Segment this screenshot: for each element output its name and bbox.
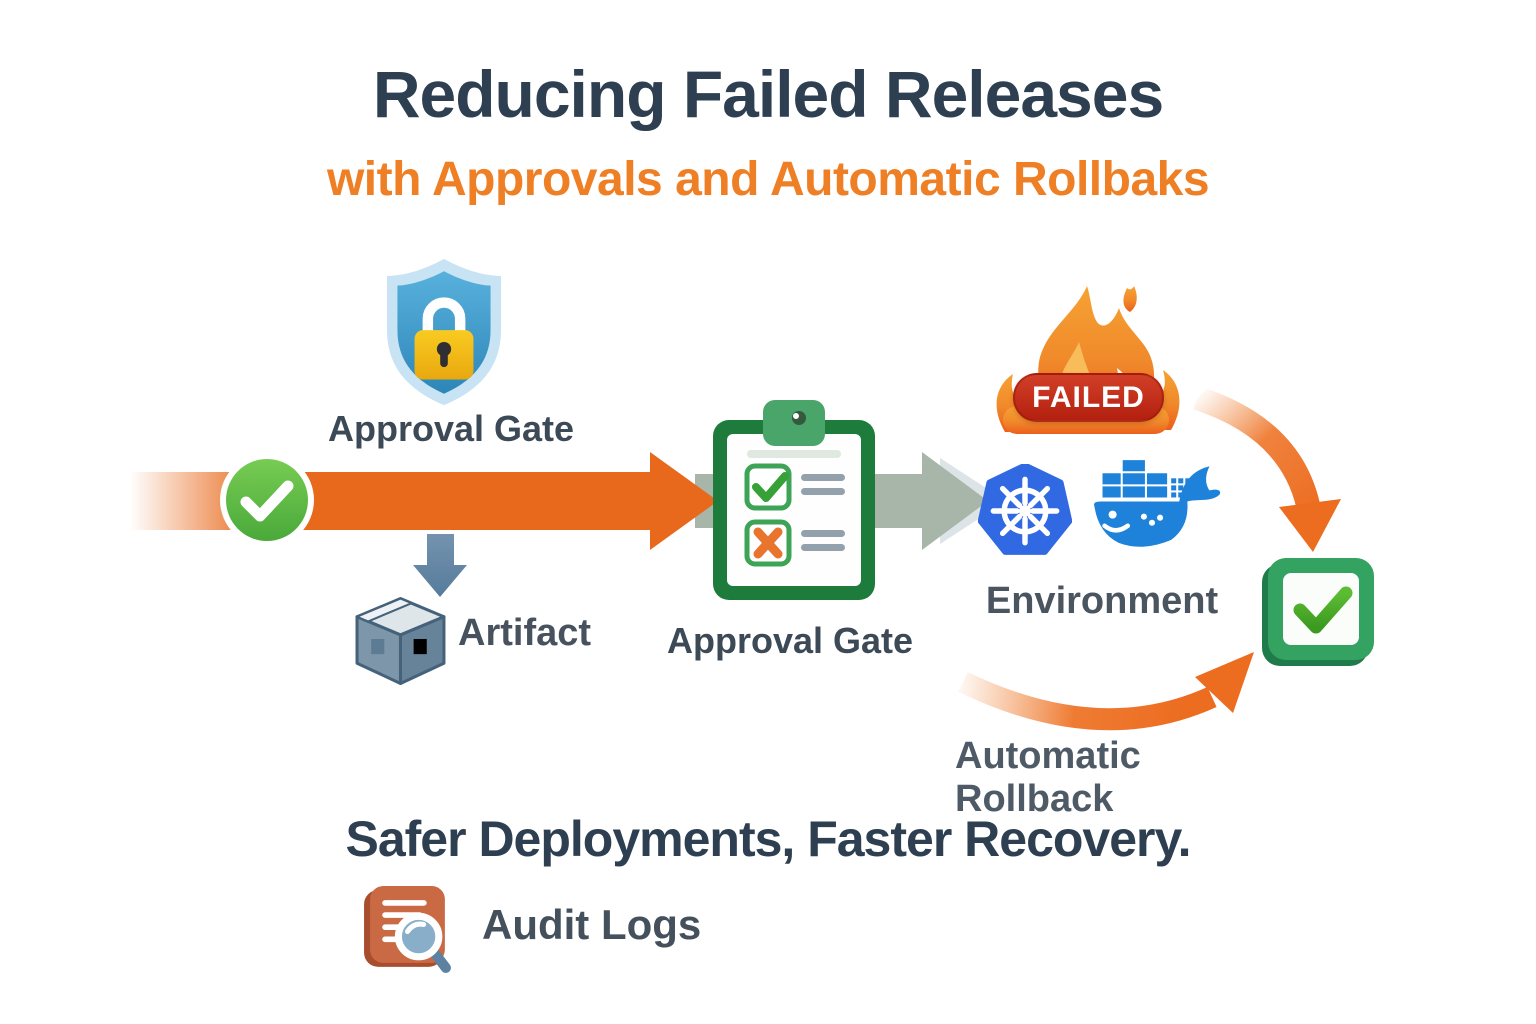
down-arrow-icon: [413, 534, 467, 597]
checkbox-checked-icon: [1262, 558, 1374, 666]
artifact-label: Artifact: [458, 612, 592, 654]
environment-label: Environment: [985, 580, 1219, 622]
kubernetes-icon: [978, 464, 1072, 555]
shield-lock-icon: [387, 258, 501, 406]
clipboard-checklist-icon: [713, 400, 875, 600]
pipeline-flow-arrow: [130, 452, 718, 550]
approval-gate-shield-label: Approval Gate: [327, 408, 575, 449]
package-icon: [355, 597, 446, 685]
page-title: Reducing Failed Releases: [372, 57, 1164, 131]
check-circle-icon: [220, 453, 314, 547]
footer-headline: Safer Deployments, Faster Recovery.: [345, 811, 1191, 867]
fail-curve-arrow: [1193, 386, 1341, 552]
audit-log-icon: [364, 886, 451, 973]
docker-icon: [1094, 460, 1221, 547]
page-subtitle: with Approvals and Automatic Rollbaks: [326, 153, 1210, 206]
failed-badge-label: FAILED: [1032, 380, 1145, 414]
rollback-label: Automatic Rollback: [955, 735, 1141, 820]
rollback-curve-arrow: [958, 652, 1254, 731]
audit-logs-label: Audit Logs: [482, 901, 702, 948]
approval-gate-checklist-label: Approval Gate: [666, 620, 914, 661]
failed-badge: FAILED: [1013, 373, 1164, 422]
